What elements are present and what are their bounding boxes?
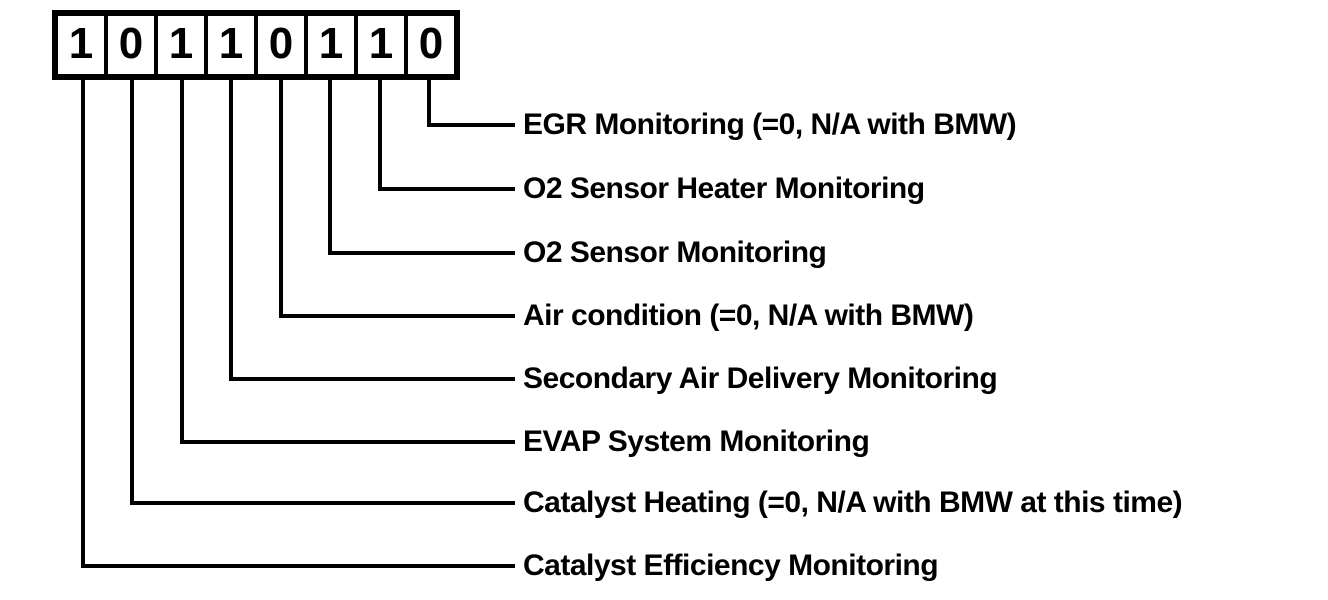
connector-line-vertical	[279, 80, 283, 318]
connector-line-vertical	[180, 80, 184, 444]
bit-label: EVAP System Monitoring	[523, 425, 870, 458]
bit-label: Catalyst Heating (=0, N/A with BMW at th…	[523, 486, 1183, 519]
bit-label: Catalyst Efficiency Monitoring	[523, 549, 939, 582]
connector-line-horizontal	[180, 440, 515, 444]
bit-cell: 1	[304, 16, 354, 74]
bit-value: 0	[118, 19, 144, 68]
connector-line-vertical	[378, 80, 382, 191]
bit-cell: 1	[354, 16, 404, 74]
bit-value: 1	[218, 19, 244, 68]
bit-value: 0	[268, 19, 294, 68]
connector-line-horizontal	[427, 123, 515, 127]
bit-label: EGR Monitoring (=0, N/A with BMW)	[523, 108, 1017, 141]
bit-label: O2 Sensor Heater Monitoring	[523, 172, 925, 205]
connector-line-horizontal	[229, 377, 515, 381]
connector-line-vertical	[229, 80, 233, 381]
connector-line-vertical	[81, 80, 85, 568]
connector-line-horizontal	[378, 187, 515, 191]
connector-line-vertical	[130, 80, 134, 505]
connector-line-vertical	[427, 80, 431, 127]
bit-value: 0	[418, 19, 444, 68]
bit-label: Secondary Air Delivery Monitoring	[523, 362, 998, 395]
bit-cell: 0	[104, 16, 154, 74]
bit-value: 1	[168, 19, 194, 68]
bit-cell: 1	[204, 16, 254, 74]
connector-line-horizontal	[328, 251, 515, 255]
bit-value: 1	[368, 19, 394, 68]
bit-value: 1	[68, 19, 94, 68]
connector-line-horizontal	[130, 501, 515, 505]
connector-line-vertical	[328, 80, 332, 255]
bit-value: 1	[318, 19, 344, 68]
bit-cell: 0	[404, 16, 454, 74]
bit-cell: 1	[154, 16, 204, 74]
bit-label: Air condition (=0, N/A with BMW)	[523, 299, 974, 332]
connector-line-horizontal	[81, 564, 515, 568]
connector-line-horizontal	[279, 314, 515, 318]
bit-cell: 1	[58, 16, 104, 74]
bit-label: O2 Sensor Monitoring	[523, 236, 827, 269]
bit-cell: 0	[254, 16, 304, 74]
